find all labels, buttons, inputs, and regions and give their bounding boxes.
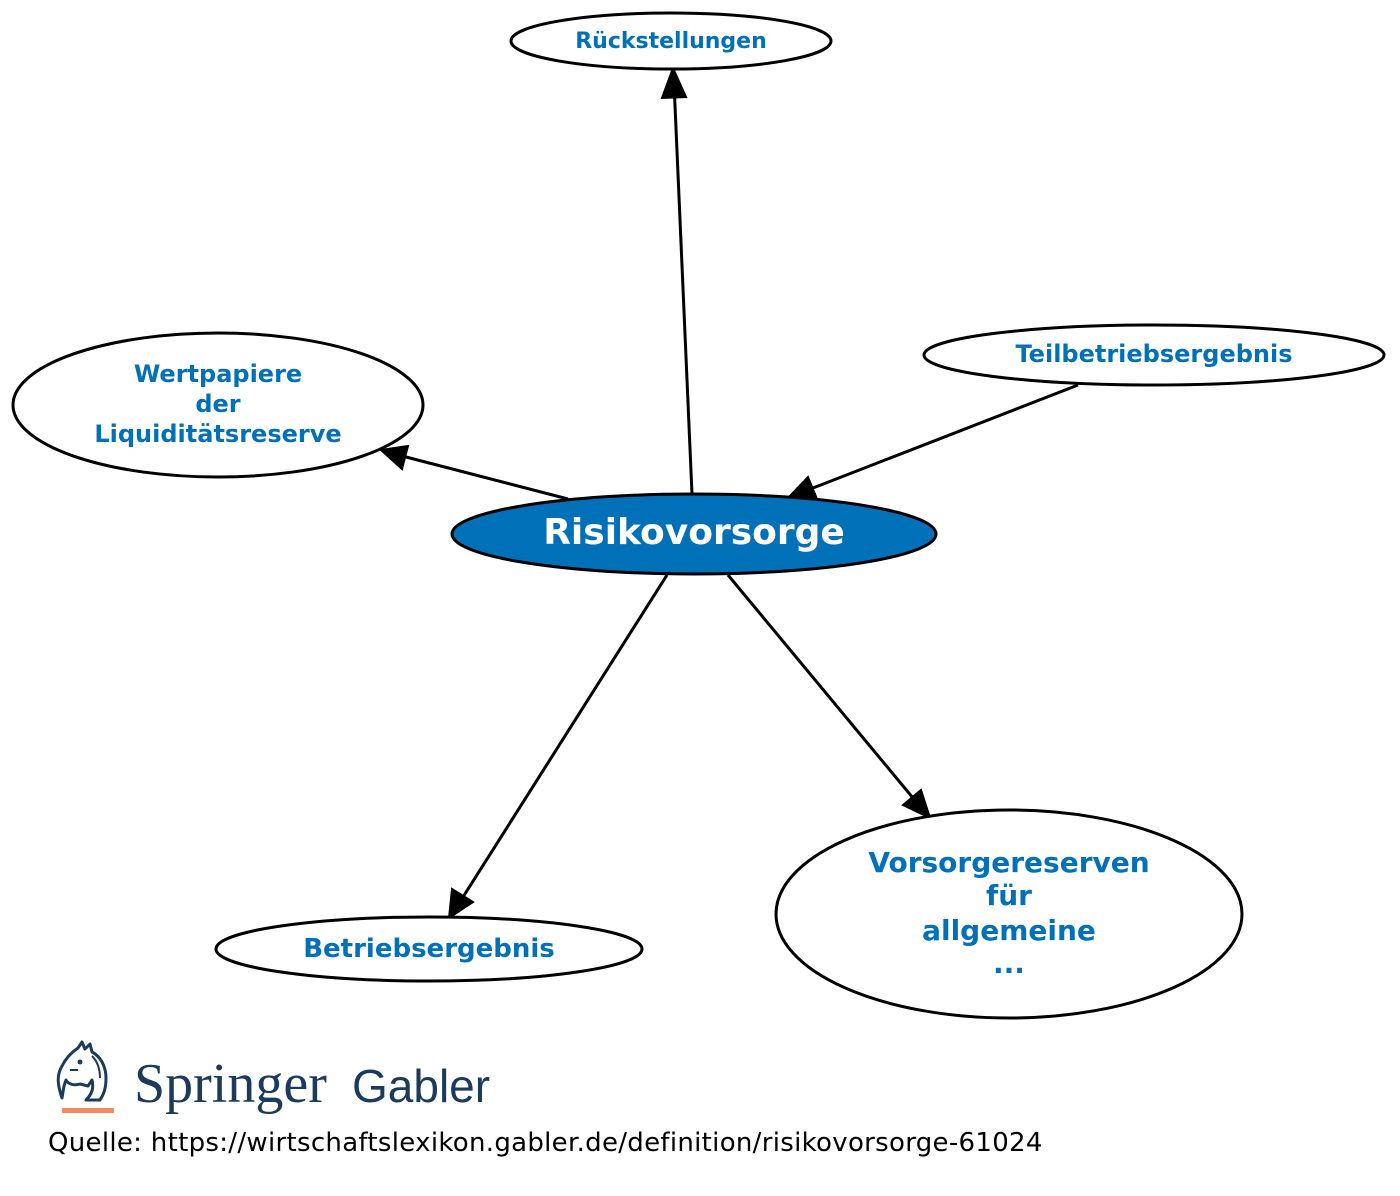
edges (378, 65, 1079, 921)
logo-sub: Gabler (352, 1060, 490, 1112)
arrowhead-betriebsergebnis (447, 887, 475, 921)
source-citation: Quelle: https://wirtschaftslexikon.gable… (48, 1128, 1043, 1158)
edge-center-to-vorsorgereserven (726, 574, 915, 799)
node-teilbetriebsergebnis[interactable]: Teilbetriebsergebnis (922, 323, 1386, 387)
springer-gabler-logo: Springer Gabler (56, 1040, 490, 1115)
node-label-line-3: Liquiditätsreserve (94, 420, 341, 448)
arrowhead-rueckstellungen (660, 65, 688, 100)
node-label-line-1: Vorsorgereserven (868, 846, 1149, 879)
node-label: Rückstellungen (575, 29, 767, 54)
edge-center-to-betriebsergebnis (461, 574, 669, 898)
center-label: Risikovorsorge (543, 512, 845, 553)
node-label-line-3: allgemeine (922, 914, 1096, 947)
arrowhead-vorsorgereserven (901, 788, 932, 820)
node-label-line-2: der (195, 390, 240, 418)
node-betriebsergebnis[interactable]: Betriebsergebnis (214, 915, 644, 983)
logo-brand: Springer (134, 1053, 327, 1115)
node-label-line-1: Wertpapiere (134, 360, 302, 388)
node-center-risikovorsorge[interactable]: Risikovorsorge (450, 492, 938, 576)
edge-center-to-rueckstellungen (673, 93, 694, 495)
node-label: Teilbetriebsergebnis (1016, 340, 1293, 368)
arrowhead-center (786, 475, 819, 501)
node-vorsorgereserven[interactable]: Vorsorgereserven für allgemeine ... (774, 808, 1244, 1020)
node-label-line-4: ... (993, 947, 1025, 980)
knight-horse-icon (56, 1040, 114, 1113)
edge-teilbetriebsergebnis-to-center (812, 383, 1079, 490)
node-rueckstellungen[interactable]: Rückstellungen (509, 11, 833, 71)
node-wertpapiere[interactable]: Wertpapiere der Liquiditätsreserve (11, 331, 425, 479)
node-label: Betriebsergebnis (303, 934, 555, 964)
arrowhead-wertpapiere (378, 444, 410, 471)
edge-center-to-wertpapiere (405, 455, 569, 501)
node-label-line-2: für (986, 879, 1032, 912)
